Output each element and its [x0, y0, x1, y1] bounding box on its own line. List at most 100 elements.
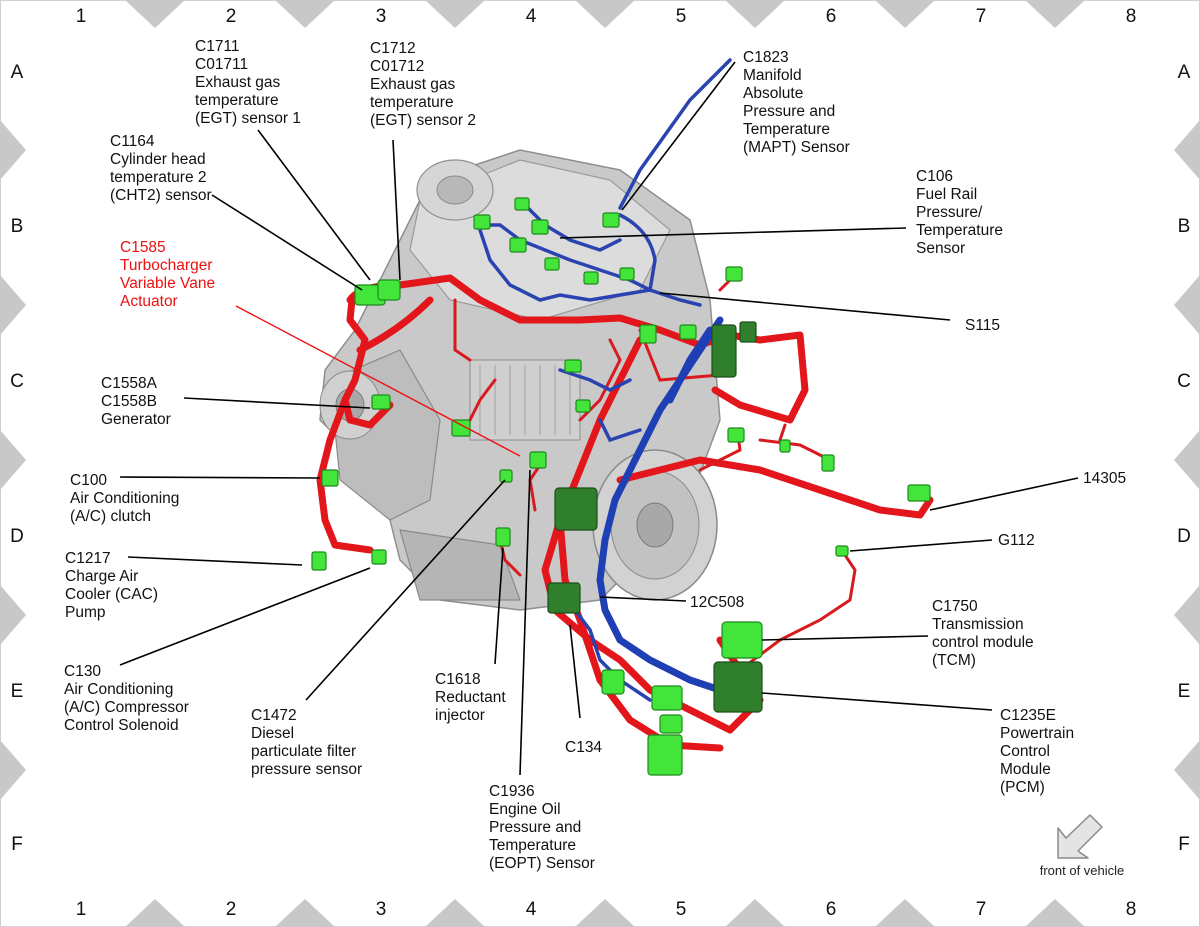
c1235e-line-5: (PCM): [1000, 779, 1045, 796]
c1823-line-1: C1823: [743, 49, 789, 66]
grid-col-5-top: 5: [676, 6, 687, 27]
c1711-line-2: C01711: [195, 56, 248, 73]
c1235e-line-1: C1235E: [1000, 707, 1056, 724]
c1823-line-3: Absolute: [743, 85, 803, 102]
c1164-line-4: (CHT2) sensor: [110, 187, 212, 204]
callout-c1711: C1711 C01711 Exhaust gas temperature (EG…: [195, 38, 301, 127]
c1823-line-2: Manifold: [743, 67, 802, 84]
grid-row-e-right: E: [1178, 681, 1191, 702]
c1217-line-1: C1217: [65, 550, 111, 567]
s115-line-1: S115: [965, 317, 1000, 334]
c100-line-1: C100: [70, 472, 107, 489]
c130-line-1: C130: [64, 663, 101, 680]
c106-line-3: Pressure/: [916, 204, 983, 221]
c1750-line-3: control module: [932, 634, 1034, 651]
grid-row-b-left: B: [11, 216, 24, 237]
leader-lines: [119, 61, 1079, 776]
c1936-line-1: C1936: [489, 783, 535, 800]
front-of-vehicle-label: front of vehicle: [1040, 863, 1125, 878]
c1936-line-3: Pressure and: [489, 819, 581, 836]
c1472-line-2: Diesel: [251, 725, 294, 742]
callout-c1558: C1558A C1558B Generator: [101, 375, 171, 428]
grid-col-3-top: 3: [376, 6, 387, 27]
c130-line-3: (A/C) Compressor: [64, 699, 189, 716]
c1936-line-5: (EOPT) Sensor: [489, 855, 595, 872]
c1235e-line-4: Module: [1000, 761, 1051, 778]
grid-row-labels-left: A B C D E F: [10, 62, 24, 855]
callout-c106: C106 Fuel Rail Pressure/ Temperature Sen…: [916, 168, 1003, 257]
grid-row-a-right: A: [1178, 62, 1191, 83]
c1618-line-2: Reductant: [435, 689, 506, 706]
c1823-line-4: Pressure and: [743, 103, 835, 120]
callout-c1823: C1823 Manifold Absolute Pressure and Tem…: [743, 49, 850, 156]
grid-col-6-bottom: 6: [826, 899, 837, 920]
callout-c1472: C1472 Diesel particulate filter pressure…: [251, 707, 362, 778]
c106-line-1: C106: [916, 168, 953, 185]
grid-markers-bottom: [125, 899, 1085, 927]
grid-column-labels-bottom: 1 2 3 4 5 6 7 8: [76, 899, 1137, 920]
c130-line-2: Air Conditioning: [64, 681, 173, 698]
c1235e-line-2: Powertrain: [1000, 725, 1074, 742]
grid-col-8-bottom: 8: [1126, 899, 1137, 920]
c1712-line-5: (EGT) sensor 2: [370, 112, 476, 129]
callout-c1712: C1712 C01712 Exhaust gas temperature (EG…: [370, 40, 476, 129]
callout-c130: C130 Air Conditioning (A/C) Compressor C…: [64, 663, 189, 734]
grid-markers-right: [1174, 120, 1200, 800]
callout-s115: S115: [965, 317, 1000, 334]
c1712-line-1: C1712: [370, 40, 416, 57]
grid-col-2-top: 2: [226, 6, 237, 27]
grid-markers-top: [125, 0, 1085, 28]
callout-12c508: 12C508: [690, 594, 744, 611]
callout-c1235e: C1235E Powertrain Control Module (PCM): [1000, 707, 1074, 796]
c1585-line-4: Actuator: [120, 293, 178, 310]
callout-c1217: C1217 Charge Air Cooler (CAC) Pump: [65, 550, 158, 621]
grid-row-b-right: B: [1178, 216, 1191, 237]
c100-line-2: Air Conditioning: [70, 490, 179, 507]
c1750-line-4: (TCM): [932, 652, 976, 669]
grid-row-c-right: C: [1177, 371, 1191, 392]
c1164-line-3: temperature 2: [110, 169, 207, 186]
grid-markers-left: [0, 120, 26, 800]
c1711-line-1: C1711: [195, 38, 240, 55]
c1558-line-1: C1558A: [101, 375, 158, 392]
c134-line-1: C134: [565, 739, 602, 756]
c1472-line-1: C1472: [251, 707, 297, 724]
c1823-line-5: Temperature: [743, 121, 830, 138]
grid-col-5-bottom: 5: [676, 899, 687, 920]
grid-row-f-right: F: [1178, 834, 1190, 855]
c100-line-3: (A/C) clutch: [70, 508, 151, 525]
c1750-line-2: Transmission: [932, 616, 1024, 633]
grid-col-3-bottom: 3: [376, 899, 387, 920]
callout-c1164: C1164 Cylinder head temperature 2 (CHT2)…: [110, 133, 212, 204]
c106-line-2: Fuel Rail: [916, 186, 977, 203]
grid-row-d-left: D: [10, 526, 24, 547]
callout-c1750: C1750 Transmission control module (TCM): [932, 598, 1034, 669]
callout-c100: C100 Air Conditioning (A/C) clutch: [70, 472, 179, 525]
c1472-line-3: particulate filter: [251, 743, 356, 760]
c1618-line-1: C1618: [435, 671, 481, 688]
c1936-line-2: Engine Oil: [489, 801, 561, 818]
callout-c1936: C1936 Engine Oil Pressure and Temperatur…: [489, 783, 595, 872]
grid-col-1-top: 1: [76, 6, 87, 27]
c1585-line-2: Turbocharger: [120, 257, 212, 274]
n14305-line-1: 14305: [1083, 470, 1126, 487]
arrow-down-left-icon: [1057, 814, 1103, 859]
grid-row-c-left: C: [10, 371, 24, 392]
callout-c1585: C1585 Turbocharger Variable Vane Actuato…: [120, 239, 215, 310]
c1585-line-3: Variable Vane: [120, 275, 215, 292]
callout-c134: C134: [565, 739, 602, 756]
c130-line-4: Control Solenoid: [64, 717, 179, 734]
grid-col-7-top: 7: [976, 6, 987, 27]
c106-line-4: Temperature: [916, 222, 1003, 239]
connectors: [311, 197, 931, 776]
c1217-line-3: Cooler (CAC): [65, 586, 158, 603]
callout-14305: 14305: [1083, 470, 1126, 487]
grid-row-d-right: D: [1177, 526, 1191, 547]
grid-col-7-bottom: 7: [976, 899, 987, 920]
c1472-line-4: pressure sensor: [251, 761, 362, 778]
c1712-line-2: C01712: [370, 58, 424, 75]
c1823-line-6: (MAPT) Sensor: [743, 139, 850, 156]
g112-line-1: G112: [998, 532, 1035, 549]
